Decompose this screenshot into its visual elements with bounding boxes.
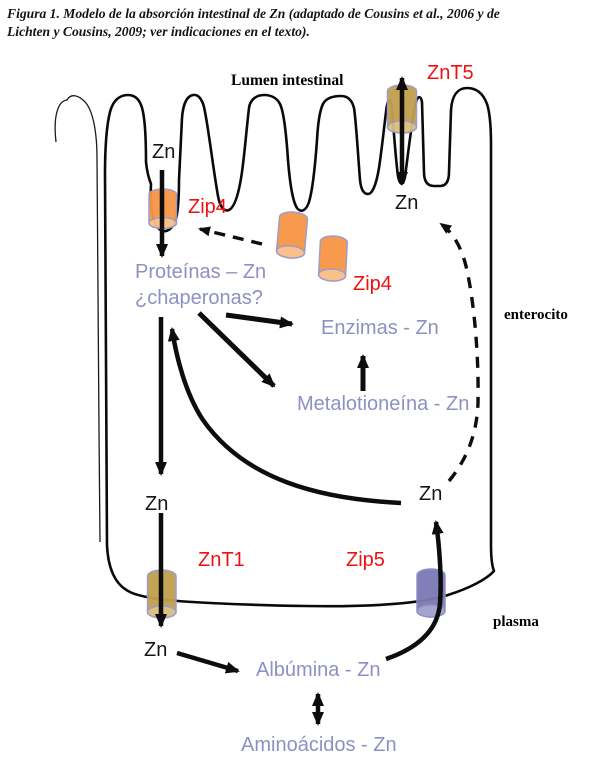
arrow-zn-recycling-dashed	[439, 222, 480, 483]
lumen-region-label: Lumen intestinal	[231, 72, 344, 89]
albumin-label: Albúmina - Zn	[256, 659, 381, 681]
enterocyte-region-label: enterocito	[504, 307, 568, 323]
metallothionein-label: Metalotioneína - Zn	[297, 393, 470, 415]
arrow-chaperones-to-enzymes	[225, 312, 294, 329]
znt5-label: ZnT5	[427, 62, 474, 84]
zip4-membrane-label: Zip4	[188, 196, 227, 218]
proteins-line2: ¿chaperonas?	[135, 287, 263, 309]
zip4-vesicle-cylinder-2	[317, 235, 349, 282]
enterocyte-membrane-outline	[103, 86, 496, 608]
aminoacids-label: Aminoácidos - Zn	[241, 734, 397, 756]
arrow-zn-to-albumin	[176, 650, 240, 674]
zn-label-apical: Zn	[395, 192, 419, 214]
arrow-zn-to-chaperones-curve	[167, 327, 402, 506]
plasma-region-label: plasma	[493, 614, 539, 630]
zn-label-lumen: Zn	[152, 141, 176, 163]
zn-label-plasma: Zn	[144, 639, 168, 661]
zn-label-cytosol: Zn	[145, 493, 169, 515]
arrow-zip4-trafficking-dashed	[198, 226, 263, 246]
villus-fold-outline	[54, 95, 101, 543]
zn-chaperone-proteins-label: Proteínas – Zn ¿chaperonas?	[135, 259, 266, 311]
arrow-chaperones-to-metallothionein	[197, 311, 276, 388]
zip4-vesicle-label: Zip4	[353, 273, 392, 295]
znt1-label: ZnT1	[198, 549, 245, 571]
figure-caption-line1: Figura 1. Modelo de la absorción intesti…	[7, 6, 500, 21]
zip4-vesicle-cylinder-1	[275, 211, 309, 259]
proteins-line1: Proteínas – Zn	[135, 261, 267, 283]
arrow-zip5-uptake	[385, 520, 444, 662]
figure-caption-line2: Lichten y Cousins, 2009; ver indicacione…	[7, 23, 310, 39]
zip5-label: Zip5	[346, 549, 385, 571]
figure-caption: Figura 1. Modelo de la absorción intesti…	[7, 5, 595, 41]
zn-label-basolateral: Zn	[419, 483, 443, 505]
enzymes-label: Enzimas - Zn	[321, 317, 439, 339]
